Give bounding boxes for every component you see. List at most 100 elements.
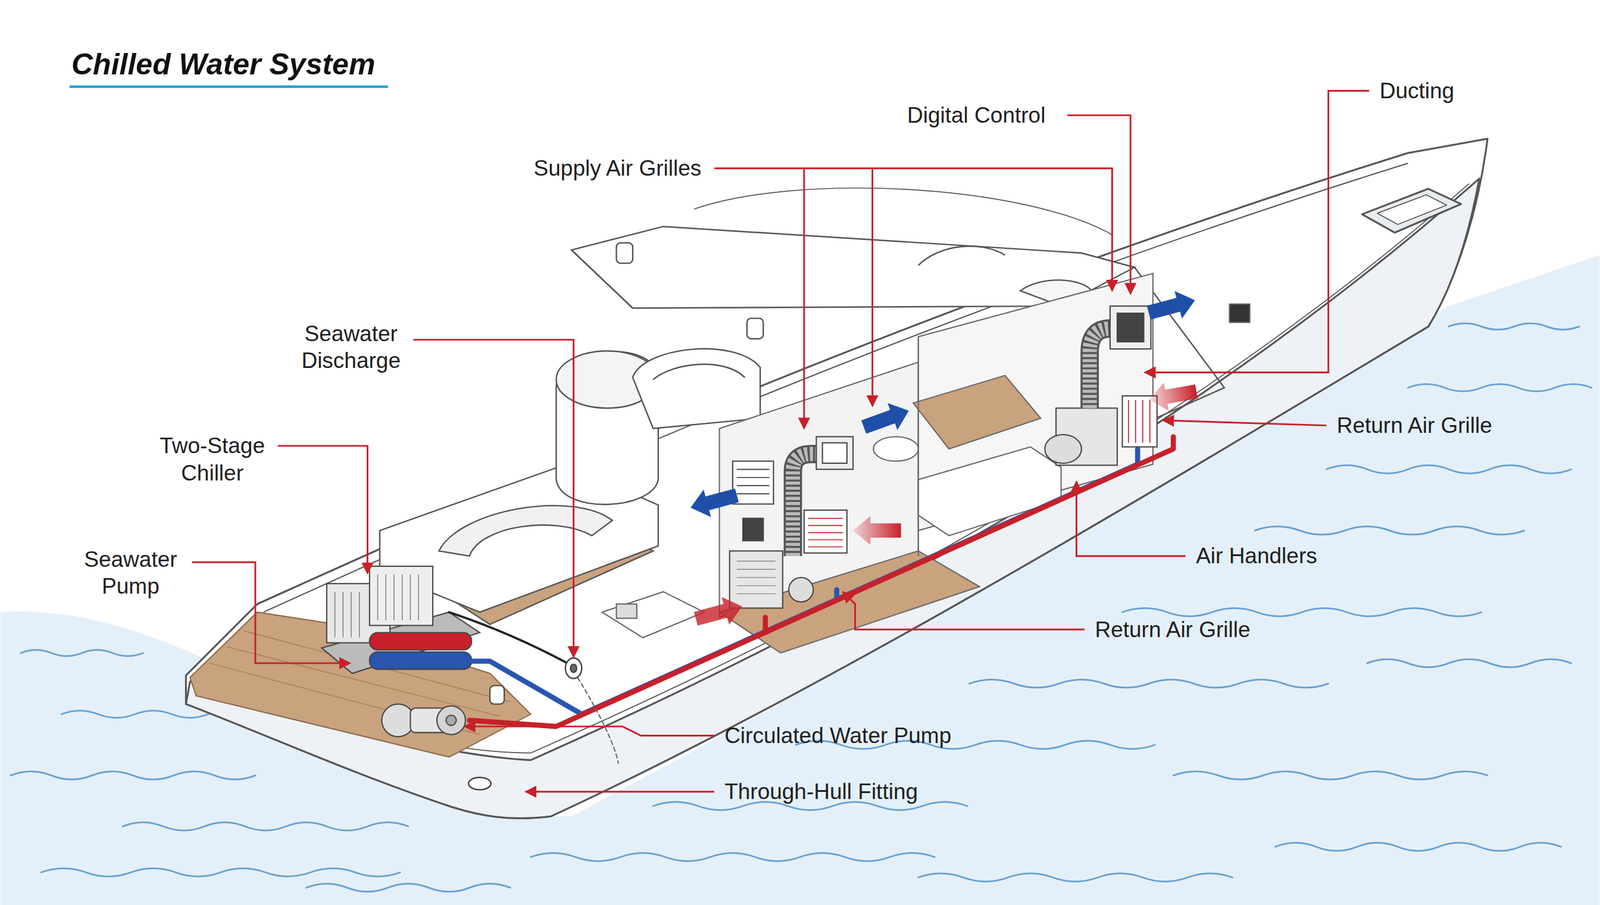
cockpit-seating-part <box>694 188 1113 235</box>
part-label: Return Air Grille <box>1094 616 1250 643</box>
leader-lines-part <box>871 168 874 406</box>
cockpit-seating-part <box>438 505 612 556</box>
water-part-part <box>122 822 409 831</box>
air-handler-part <box>816 436 853 470</box>
air-handler-part <box>1044 434 1082 464</box>
water-part-part <box>1275 842 1562 851</box>
leader-lines-part <box>413 339 574 658</box>
cockpit-seating <box>379 188 1225 625</box>
fittings <box>468 657 582 790</box>
airflow-arrows <box>686 286 1199 633</box>
air-handler-part <box>1110 305 1152 349</box>
air-handler-part <box>742 518 764 542</box>
air-handler-part-part <box>808 539 843 541</box>
chiller-part-part <box>401 574 403 621</box>
leader-lines <box>192 91 1370 792</box>
hull-part <box>263 163 1409 612</box>
chiller-part-part <box>385 574 387 621</box>
leader-lines-part <box>464 726 715 736</box>
part-label: Seawater Discharge <box>291 320 411 374</box>
chiller-part-part <box>410 574 411 621</box>
air-handler <box>729 436 853 608</box>
pipes-part <box>469 436 1174 727</box>
water-part-part <box>1367 658 1572 668</box>
stern-deck-part-part <box>209 663 480 735</box>
air-handler-part <box>1117 313 1145 342</box>
cabin-interior-part <box>616 603 637 618</box>
cabin-interior-part <box>913 375 1041 449</box>
leader-lines-part <box>192 561 351 664</box>
pumps-part <box>436 705 466 735</box>
water-part-part <box>1254 526 1524 535</box>
cabin-interior <box>602 273 1250 653</box>
part-label: Supply Air Grilles <box>533 154 702 182</box>
part-label: Two-Stage Chiller <box>152 432 272 486</box>
cabin-interior-part <box>602 591 705 638</box>
air-handler-part <box>729 550 783 608</box>
air-handler-part-part <box>736 485 770 487</box>
air-handler-part-part <box>736 593 776 595</box>
airflow-arrows-part <box>852 516 902 545</box>
cockpit-seating-part <box>616 242 633 264</box>
pumps-part <box>489 685 505 705</box>
air-handler <box>1044 305 1158 465</box>
title-underline <box>69 86 389 88</box>
pipes <box>449 436 1174 763</box>
air-handler-part-part <box>1149 400 1151 443</box>
air-handler-part-part <box>736 560 776 562</box>
air-handler-part-part <box>736 493 770 495</box>
chiller-part-part <box>334 591 336 638</box>
air-handler-part <box>1128 400 1150 443</box>
leader-lines-part <box>1163 420 1327 426</box>
air-handler-part-part <box>736 569 776 570</box>
airflow-arrows-part-part <box>1145 286 1199 327</box>
pipes-part <box>577 677 619 764</box>
air-handler-part-part <box>736 476 770 478</box>
airflow-arrows-part-part <box>852 516 902 545</box>
pumps <box>381 685 505 737</box>
fittings-part <box>565 657 582 678</box>
cabin-interior-part <box>918 447 1062 536</box>
part-label: Digital Control <box>907 101 1046 129</box>
chiller-part-part <box>350 591 352 638</box>
chiller-part <box>369 651 472 670</box>
water-part-part <box>1326 464 1571 474</box>
chiller <box>321 566 480 674</box>
water-part-part <box>1173 771 1488 780</box>
water-part-part <box>969 679 1328 688</box>
air-handler-part <box>788 577 814 602</box>
chiller-part-part <box>358 591 360 638</box>
cockpit-seating-part <box>747 318 764 339</box>
fittings-part <box>570 664 577 673</box>
water-part-part <box>530 852 936 862</box>
leader-lines-part <box>277 445 368 574</box>
air-handler-part-part <box>808 525 843 527</box>
leader-lines-part <box>1076 481 1186 556</box>
air-handler-part <box>736 469 770 494</box>
pumps-part <box>381 703 415 737</box>
leader-lines-part <box>714 168 1112 292</box>
cockpit-seating-part <box>918 245 1006 265</box>
leader-lines-part <box>1067 115 1131 295</box>
air-handler-part-part <box>808 532 843 534</box>
cockpit-seating-part <box>571 226 1135 308</box>
airflow-arrows-part <box>1145 286 1199 327</box>
chiller-part <box>369 632 472 650</box>
part-label: Air Handlers <box>1195 542 1318 570</box>
chiller-part-part <box>393 574 395 621</box>
pipes-part <box>762 617 768 633</box>
pipes-part <box>449 611 568 664</box>
hull-part <box>1377 194 1448 225</box>
air-handler-part-part <box>736 576 776 578</box>
air-handler-part-part <box>808 546 843 548</box>
chiller-part-part <box>342 591 344 638</box>
water-part-part <box>10 771 256 780</box>
stern-deck-part-part <box>242 630 511 702</box>
leader-lines-part <box>525 790 715 793</box>
leader-lines-part <box>802 168 805 429</box>
part-label: Return Air Grille <box>1336 411 1493 439</box>
hull <box>185 138 1488 818</box>
hull-part <box>185 178 1480 818</box>
